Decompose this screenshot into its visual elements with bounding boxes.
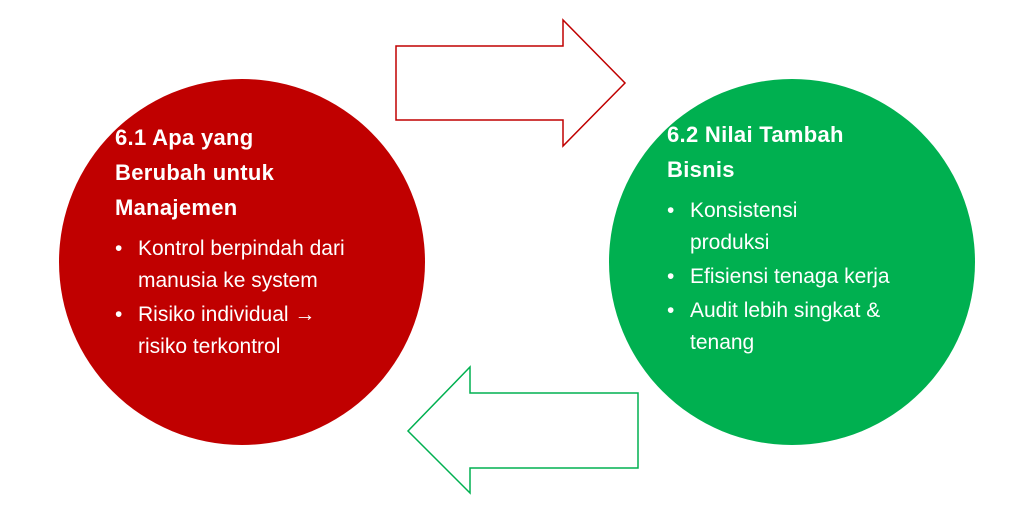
left-arrow-icon: [406, 365, 639, 495]
list-item: Efisiensi tenaga kerja: [667, 261, 890, 293]
business-value-content: 6.2 Nilai Tambah Bisnis Konsistensi prod…: [667, 117, 927, 361]
list-item: Kontrol berpindah dari manusia ke system: [115, 233, 375, 297]
management-change-content: 6.1 Apa yang Berubah untuk Manajemen Kon…: [115, 120, 375, 365]
management-change-title: 6.1 Apa yang Berubah untuk Manajemen: [115, 125, 275, 220]
list-item: Konsistensi produksi: [667, 195, 840, 259]
right-arrow-icon: [395, 18, 627, 148]
list-item: Audit lebih singkat & tenang: [667, 295, 920, 359]
business-value-title: 6.2 Nilai Tambah Bisnis: [667, 122, 844, 182]
list-item: Risiko individual → risiko terkontrol: [115, 299, 353, 363]
